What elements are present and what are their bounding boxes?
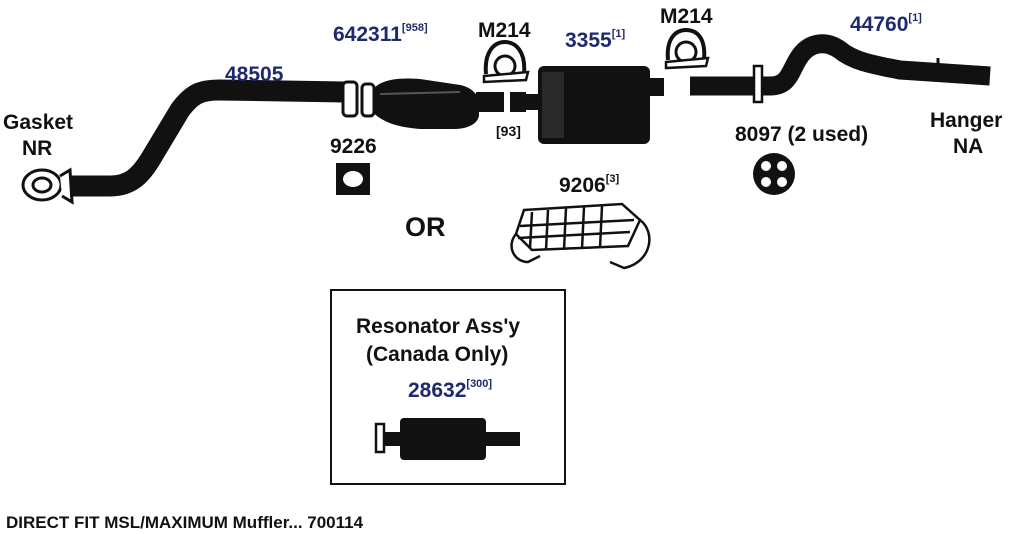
inlet-pipe [70, 79, 346, 197]
part-48505-label: 48505 [225, 63, 284, 86]
part-44760-number: 44760 [850, 13, 909, 36]
resonator-title-line1: Resonator Ass'y [356, 315, 521, 338]
gasket-9226-icon [336, 163, 370, 195]
hanger-8097-icon [753, 153, 795, 195]
hanger-8097-label: 8097 (2 used) [735, 123, 869, 146]
clamp-left-icon [482, 39, 530, 84]
part-9206-number: 9206 [559, 174, 606, 197]
inlet-flange [21, 167, 74, 205]
gasket-9226-label: 9226 [330, 135, 377, 158]
muffler [538, 66, 650, 144]
resonator-icon [374, 418, 520, 460]
part-28632-label: 28632[300] [408, 378, 493, 402]
part-642311-label: 642311[958] [333, 22, 428, 46]
gasket-label-line1: Gasket [3, 111, 74, 134]
heat-shield-icon [510, 202, 651, 270]
part-9206-label: 9206[3] [559, 173, 620, 197]
resonator-title-line2: (Canada Only) [366, 343, 509, 366]
hanger-na-line1: Hanger [930, 109, 1003, 132]
clamp-right-label: M214 [660, 5, 713, 28]
gasket-ring [341, 80, 359, 118]
part-3355-label: 3355[1] [565, 28, 626, 52]
or-label: OR [405, 212, 446, 242]
part-642311-number: 642311 [333, 23, 402, 46]
part-642311-note: [958] [401, 22, 428, 34]
clamp-right-icon [664, 27, 710, 70]
part-3355-note: [1] [611, 28, 626, 40]
bracket-93-label: [93] [496, 123, 521, 139]
part-28632-number: 28632 [408, 379, 467, 402]
part-9206-note: [3] [605, 173, 620, 185]
part-28632-note: [300] [466, 378, 493, 390]
gasket-ring [360, 82, 376, 118]
part-44760-note: [1] [908, 12, 922, 24]
part-3355-number: 3355 [565, 29, 612, 52]
part-44760-label: 44760[1] [850, 12, 922, 36]
footer-caption: DIRECT FIT MSL/MAXIMUM Muffler... 700114 [6, 513, 364, 532]
hanger-na-line2: NA [953, 135, 984, 158]
catalytic-converter [373, 78, 479, 129]
gasket-label-line2: NR [22, 137, 53, 160]
clamp-left-label: M214 [478, 19, 531, 42]
tailpipe [690, 34, 991, 96]
resonator-box [330, 289, 566, 485]
